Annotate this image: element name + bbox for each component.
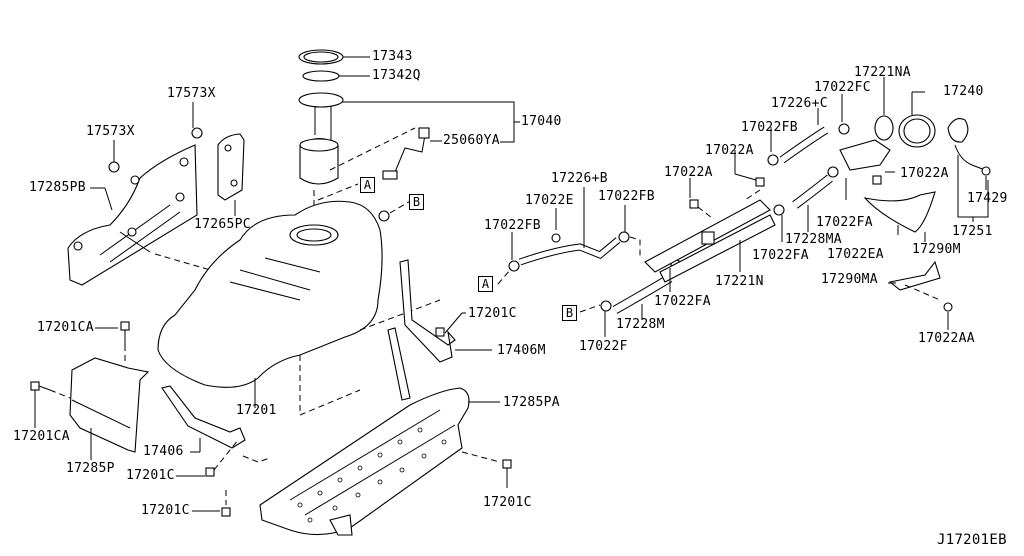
part-label[interactable]: 17265PC	[194, 217, 251, 232]
bolt-17022a	[755, 177, 765, 187]
part-label[interactable]: 17228MA	[785, 232, 842, 247]
bracket-17290ma	[888, 260, 941, 291]
part-label[interactable]: 17573X	[86, 124, 135, 139]
part-label[interactable]: 17201C	[141, 503, 190, 518]
part-label[interactable]: 17406	[143, 444, 184, 459]
callout-marker-a: A	[360, 177, 375, 193]
bolt-17201c	[205, 327, 512, 517]
part-label[interactable]: 17201	[236, 403, 277, 418]
vent-fitting	[378, 210, 390, 222]
part-label[interactable]: 17221NA	[854, 65, 911, 80]
part-label[interactable]: 17290M	[912, 242, 961, 257]
part-label[interactable]: 17201C	[483, 495, 532, 510]
part-label[interactable]: 17285PA	[503, 395, 560, 410]
part-label[interactable]: 17022FA	[816, 215, 873, 230]
tether-17429	[981, 166, 991, 176]
part-label[interactable]: 17221N	[715, 274, 764, 289]
part-label[interactable]: 17022A	[900, 166, 949, 181]
heat-shield-17265pc	[217, 133, 245, 201]
part-label[interactable]: 17022F	[579, 339, 628, 354]
part-label[interactable]: 25060YA	[443, 133, 500, 148]
part-label[interactable]: 17022FB	[598, 189, 655, 204]
callout-marker-a: A	[478, 276, 493, 292]
part-label[interactable]: 17406M	[497, 343, 546, 358]
part-label[interactable]: 17201C	[468, 306, 517, 321]
part-label[interactable]: 17022E	[525, 193, 574, 208]
part-label[interactable]: 17285PB	[29, 180, 86, 195]
part-label[interactable]: 17040	[521, 114, 562, 129]
part-label[interactable]: 17201CA	[13, 429, 70, 444]
part-label[interactable]: 17201C	[126, 468, 175, 483]
part-label[interactable]: 17022FA	[752, 248, 809, 263]
part-label[interactable]: 17022FB	[484, 218, 541, 233]
part-label[interactable]: 17022A	[664, 165, 713, 180]
part-label[interactable]: 17429	[967, 191, 1008, 206]
part-label[interactable]: 17343	[372, 49, 413, 64]
part-label[interactable]: 17226+C	[771, 96, 828, 111]
part-label[interactable]: 17251	[952, 224, 993, 239]
heat-shield-17285p	[69, 357, 150, 453]
leader-lines	[90, 56, 987, 512]
lock-ring-part	[298, 49, 344, 65]
part-label[interactable]: 17022FA	[654, 294, 711, 309]
heat-shield-17285pb	[67, 144, 198, 286]
part-label[interactable]: 17022AA	[918, 331, 975, 346]
diagram-code: J17201EB	[937, 532, 1007, 548]
strap-17406	[161, 385, 246, 449]
bracket-17040	[342, 101, 520, 143]
skid-plate-17285pa	[259, 387, 470, 536]
part-label[interactable]: 17022A	[705, 143, 754, 158]
callout-marker-b: B	[409, 194, 424, 210]
part-label[interactable]: 17240	[943, 84, 984, 99]
part-label[interactable]: 17285P	[66, 461, 115, 476]
part-label[interactable]: 17573X	[167, 86, 216, 101]
part-label[interactable]: 17201CA	[37, 320, 94, 335]
part-label[interactable]: 17290MA	[821, 272, 878, 287]
fuel-level-sender	[382, 127, 430, 180]
callout-marker-b: B	[562, 305, 577, 321]
fuel-cap-17251	[947, 118, 969, 143]
part-label[interactable]: 17228M	[616, 317, 665, 332]
bolt-17022aa	[943, 302, 953, 312]
strap-17406m	[399, 259, 456, 363]
fuel-tank-17201	[157, 200, 383, 388]
fuel-pump-module	[298, 92, 344, 185]
part-label[interactable]: 17022EA	[827, 247, 884, 262]
part-label[interactable]: 17022FB	[741, 120, 798, 135]
filler-neck-17221na	[839, 139, 891, 171]
gasket-part	[302, 70, 340, 82]
part-label[interactable]: 17226+B	[551, 171, 608, 186]
bracket-17290m	[863, 191, 936, 233]
part-label[interactable]: 17022FC	[814, 80, 871, 95]
part-label[interactable]: 17342Q	[372, 68, 421, 83]
